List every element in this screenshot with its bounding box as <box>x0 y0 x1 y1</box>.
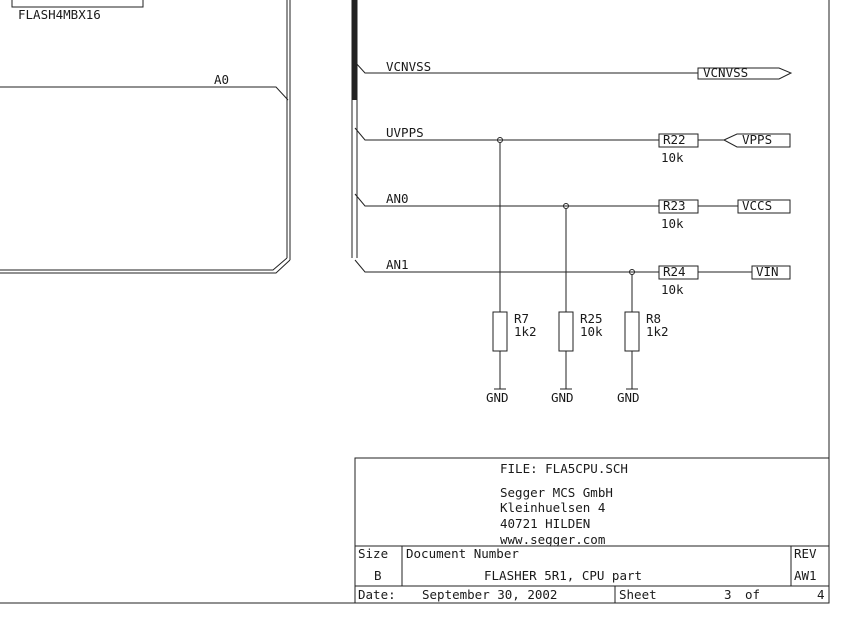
title-rev: AW1 <box>794 568 817 583</box>
pulldown-r8-value: 1k2 <box>646 324 669 339</box>
a0-label: A0 <box>214 72 229 87</box>
title-web: www.segger.com <box>500 532 605 547</box>
resistor-r22-value: 10k <box>661 150 684 165</box>
title-date: September 30, 2002 <box>422 587 557 602</box>
pulldown-r25-gnd: GND <box>551 390 574 405</box>
port-vpps-label: VPPS <box>742 132 772 147</box>
title-size-label: Size <box>358 546 388 561</box>
title-date-label: Date: <box>358 587 396 602</box>
pulldown-r7-ref: R7 <box>514 311 529 326</box>
net-label-an0: AN0 <box>386 191 409 206</box>
pulldown-r8-ref: R8 <box>646 311 661 326</box>
resistor-r23: R23 10k <box>658 198 699 231</box>
resistor-r23-value: 10k <box>661 216 684 231</box>
pulldown-r25-ref: R25 <box>580 311 603 326</box>
resistor-r24-value: 10k <box>661 282 684 297</box>
pulldown-r25-value: 10k <box>580 324 603 339</box>
left-bus <box>0 0 291 274</box>
port-vpps: VPPS <box>722 132 791 148</box>
resistor-r23-ref: R23 <box>663 198 686 213</box>
pulldown-r7: R7 1k2 GND <box>486 142 537 405</box>
title-file: FILE: FLA5CPU.SCH <box>500 461 628 476</box>
pulldown-r25: R25 10k GND <box>551 208 603 405</box>
port-vcnvss-label: VCNVSS <box>703 65 748 80</box>
title-sheet: 3 <box>724 587 732 602</box>
pulldown-r7-gnd: GND <box>486 390 509 405</box>
title-size: B <box>374 568 382 583</box>
resistor-r22: R22 10k <box>658 132 699 165</box>
title-block: FILE: FLA5CPU.SCH Segger MCS GmbH Kleinh… <box>354 457 830 604</box>
resistor-r22-ref: R22 <box>663 132 686 147</box>
port-vcnvss: VCNVSS <box>697 65 793 80</box>
title-street: Kleinhuelsen 4 <box>500 500 605 515</box>
title-doc-label: Document Number <box>406 546 519 561</box>
net-wires: VCNVSS UVPPS AN0 AN1 <box>354 59 698 273</box>
port-vin-label: VIN <box>756 264 779 279</box>
title-sheets: 4 <box>817 587 825 602</box>
port-vin: VIN <box>751 264 791 280</box>
net-label-an1: AN1 <box>386 257 409 272</box>
port-vccs-label: VCCS <box>742 198 772 213</box>
net-label-vcnvss: VCNVSS <box>386 59 431 74</box>
flash-part-label: FLASH4MBX16 <box>18 7 101 22</box>
port-vccs: VCCS <box>737 198 791 214</box>
title-city: 40721 HILDEN <box>500 516 590 531</box>
a0-net: A0 <box>0 72 289 101</box>
resistor-r24: R24 10k <box>658 264 699 297</box>
title-doc: FLASHER 5R1, CPU part <box>484 568 642 583</box>
title-rev-label: REV <box>794 546 817 561</box>
title-sheet-label: Sheet <box>619 587 657 602</box>
right-bus <box>351 0 358 258</box>
title-of-label: of <box>745 587 760 602</box>
flash-component: FLASH4MBX16 <box>11 0 144 22</box>
pulldown-r8-gnd: GND <box>617 390 640 405</box>
title-company: Segger MCS GmbH <box>500 485 613 500</box>
pulldown-r8: R8 1k2 GND <box>617 274 669 405</box>
net-label-uvpps: UVPPS <box>386 125 424 140</box>
pulldown-r7-value: 1k2 <box>514 324 537 339</box>
resistor-r24-ref: R24 <box>663 264 686 279</box>
